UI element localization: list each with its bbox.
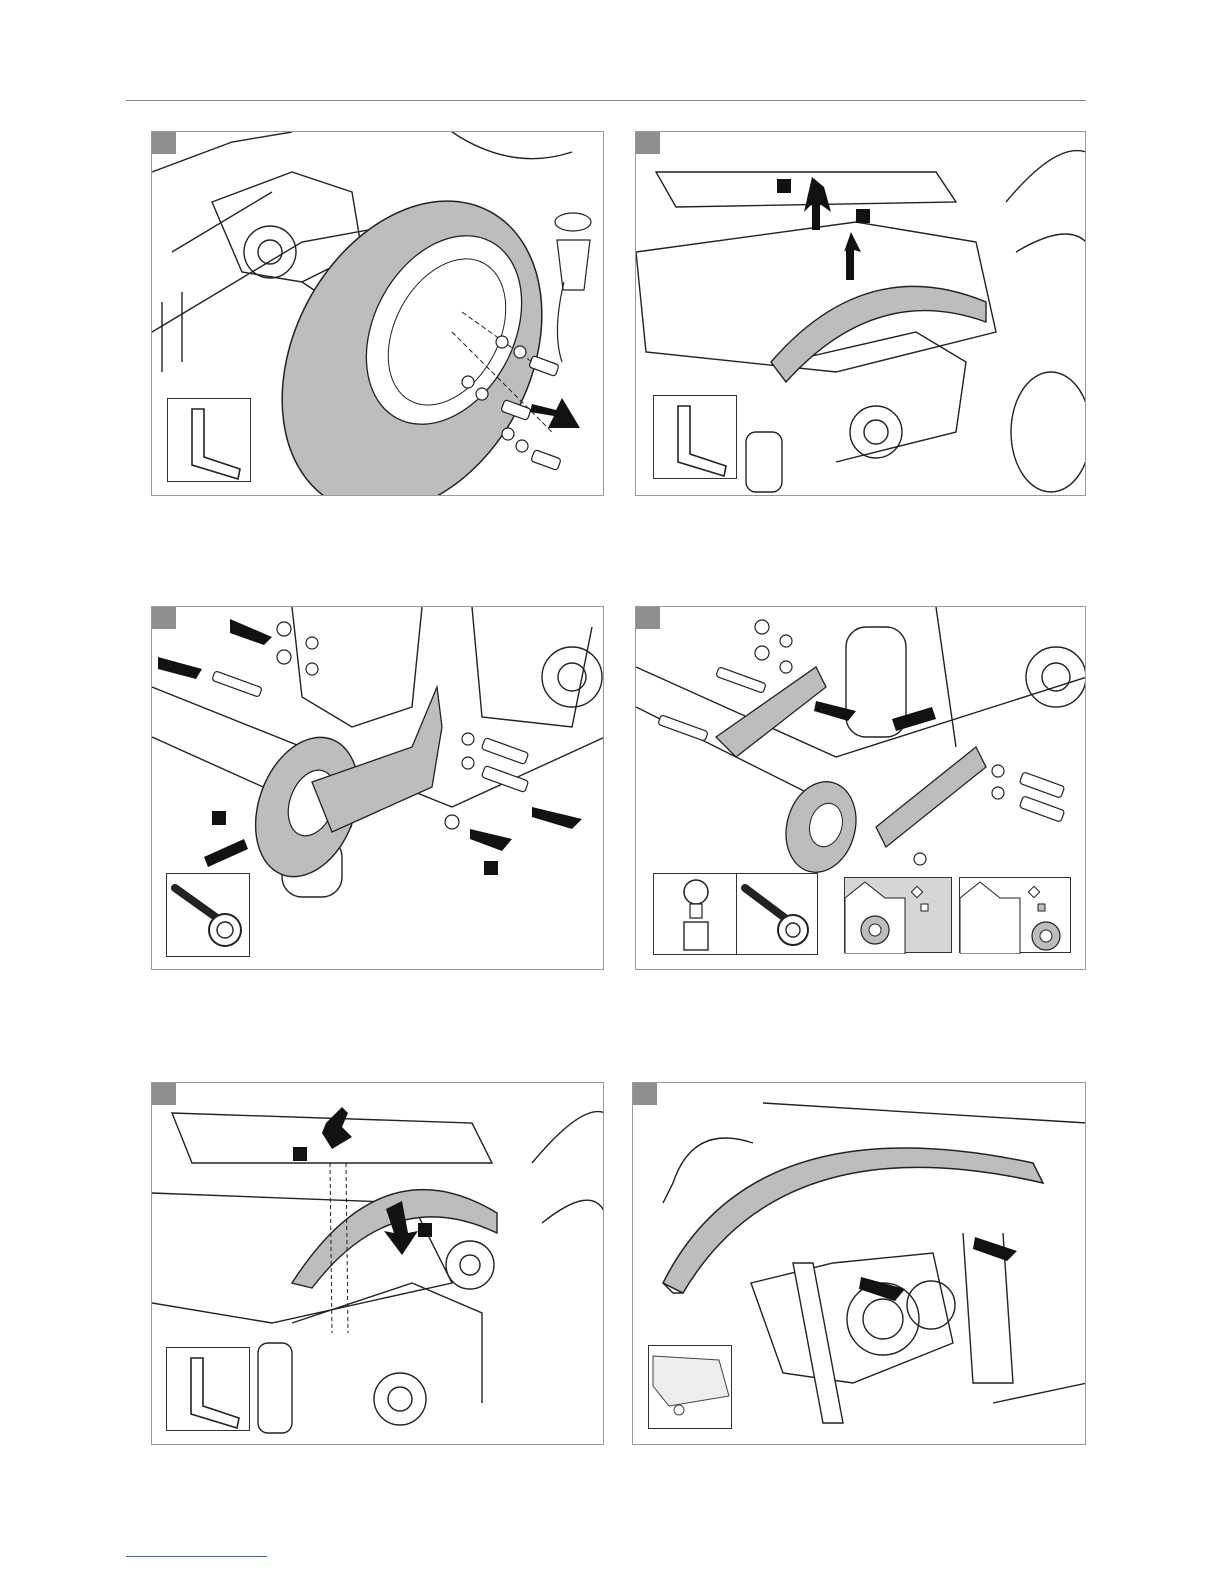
illustration-panel-6 (632, 1082, 1086, 1445)
callout-marker-b (856, 209, 870, 223)
hex-key-icon (167, 1348, 251, 1432)
position-detail-1 (844, 877, 952, 953)
callout-marker-b (484, 861, 498, 875)
tool-hint-box (653, 395, 737, 479)
illustration-panel-3 (151, 606, 604, 970)
torque-wrench-icon (654, 874, 738, 956)
illustration-panel-5 (151, 1082, 604, 1445)
ring-spanner-icon (737, 874, 819, 956)
callout-marker-a (212, 811, 226, 825)
hex-key-icon (168, 399, 252, 483)
position-detail-2 (959, 877, 1071, 953)
position-detail-icon (845, 878, 953, 954)
detail-inset (648, 1345, 732, 1429)
ring-spanner-icon (167, 874, 251, 958)
detail-inset-icon (649, 1346, 733, 1430)
tool-hint-box (166, 1347, 250, 1431)
header-rule (126, 100, 1086, 101)
illustration-panel-2 (635, 131, 1086, 496)
tool-hint-box (167, 398, 251, 482)
callout-marker-a (777, 179, 791, 193)
tool-hint-box (653, 873, 737, 955)
callout-marker-a (293, 1147, 307, 1161)
hex-key-icon (654, 396, 738, 480)
illustration-panel-4 (635, 606, 1086, 970)
callout-marker-b (418, 1223, 432, 1237)
footer-link-rule (126, 1556, 267, 1557)
illustration-panel-1 (151, 131, 604, 496)
position-detail-icon (960, 878, 1072, 954)
tool-hint-box-2 (736, 873, 818, 955)
tool-hint-box (166, 873, 250, 957)
